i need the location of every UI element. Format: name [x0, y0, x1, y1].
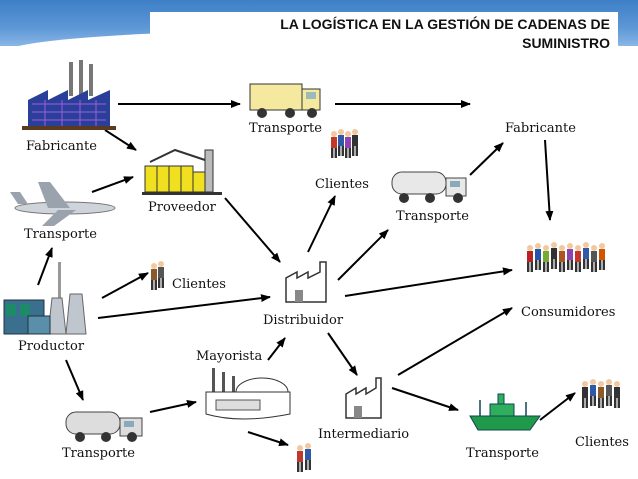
arrow-distribuidor-clientes	[307, 195, 336, 253]
label-distribuidor: Distribuidor	[263, 313, 344, 328]
label-transporte-mid: Transporte	[396, 209, 469, 224]
arrow-plane-proveedor	[91, 176, 134, 193]
consumers-people-icon	[527, 242, 605, 272]
label-transporte-top: Transporte	[249, 121, 322, 136]
arrow-productor-plane	[37, 247, 53, 286]
arrow-ship-clientes	[539, 392, 576, 421]
warehouse-icon	[285, 261, 327, 303]
tanker-truck-bottom-icon	[65, 411, 143, 442]
arrow-productor-distribuidor	[97, 294, 271, 319]
arrow-productor-transporte	[65, 359, 84, 401]
arrow-distribuidor-intermediario	[327, 332, 358, 376]
title-line-2: SUMINISTRO	[522, 35, 610, 51]
arrow-intermediario-transporte	[391, 387, 459, 411]
airplane-icon	[10, 182, 116, 226]
label-consumidores: Consumidores	[521, 305, 615, 320]
intermediary-warehouse-icon	[345, 377, 382, 419]
label-clientes-top: Clientes	[315, 177, 369, 192]
label-fabricante-left: Fabricante	[26, 139, 97, 154]
clients-bottom-people-icon	[582, 379, 620, 408]
title-line-1: LA LOGÍSTICA EN LA GESTIÓN DE CADENAS DE	[280, 16, 610, 32]
plant-icon	[142, 148, 222, 195]
client-person-icon	[297, 443, 311, 472]
arrow-productor-clientes	[101, 272, 149, 299]
arrow-mayorista-clientes	[247, 431, 289, 447]
power-plant-icon	[3, 262, 87, 335]
label-intermediario: Intermediario	[318, 427, 409, 442]
people-icon	[331, 129, 358, 158]
page-title: LA LOGÍSTICA EN LA GESTIÓN DE CADENAS DE…	[150, 12, 618, 56]
label-fabricante-right: Fabricante	[505, 121, 576, 136]
arrow-mayorista-distribuidor	[267, 337, 286, 361]
factory-icon	[22, 60, 116, 130]
tanker-truck-icon	[391, 171, 467, 203]
label-clientes-mid: Clientes	[172, 277, 226, 292]
label-transporte-ship: Transporte	[466, 446, 539, 461]
label-productor: Productor	[18, 339, 85, 354]
label-mayorista: Mayorista	[196, 349, 263, 364]
arrow-distribuidor-consumidores	[344, 267, 513, 297]
wholesaler-icon	[205, 368, 291, 420]
arrow-fabricante-proveedor	[104, 129, 137, 151]
arrow-proveedor-distribuidor	[224, 197, 281, 263]
arrow-transporte-mayorista	[149, 400, 197, 413]
arrow-intermediario-consumidores	[397, 307, 513, 376]
arrow-transporte-fabricante	[469, 142, 504, 176]
arrows	[37, 100, 576, 447]
clients-people-icon	[151, 261, 164, 290]
label-clientes-bottom: Clientes	[575, 435, 629, 450]
label-transporte-bottom-left: Transporte	[62, 446, 135, 461]
label-transporte-plane: Transporte	[24, 227, 97, 242]
arrow-fabricante-consumidores	[544, 139, 554, 221]
ship-icon	[469, 393, 541, 431]
label-proveedor: Proveedor	[148, 200, 217, 215]
truck-icon	[249, 83, 321, 118]
arrow-distribuidor-transporte	[337, 229, 389, 281]
